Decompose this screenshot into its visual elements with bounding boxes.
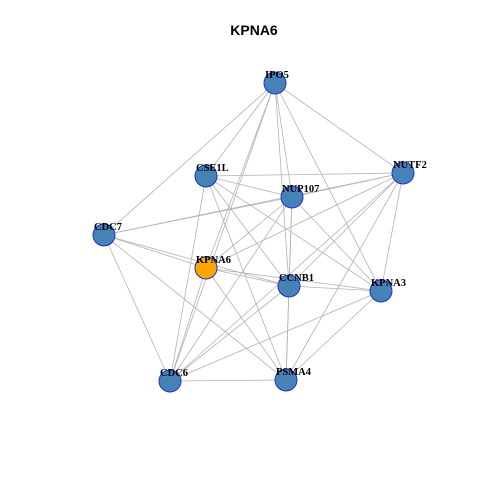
edge-ipo5-nup107 [274, 82, 293, 198]
edge-nutf2-psma4 [285, 172, 404, 381]
node-label-cdc7: CDC7 [94, 222, 122, 233]
node-label-ccnb1: CCNB1 [279, 273, 314, 284]
edge-cdc7-psma4 [103, 234, 287, 381]
edge-cse1l-ccnb1 [205, 175, 290, 287]
node-label-psma4: PSMA4 [276, 367, 312, 378]
edge-nutf2-cse1l [205, 172, 404, 177]
edge-nup107-kpna3 [291, 196, 382, 292]
edge-cse1l-psma4 [205, 175, 287, 381]
node-label-kpna6: KPNA6 [196, 255, 231, 266]
edge-ipo5-cdc7 [103, 82, 276, 236]
edge-cdc7-kpna6 [103, 234, 207, 269]
edge-nup107-kpna6 [205, 196, 293, 269]
edge-cdc6-psma4 [169, 379, 287, 382]
edge-cdc7-ccnb1 [103, 234, 290, 287]
edge-ccnb1-cdc6 [169, 285, 290, 382]
edge-kpna6-ccnb1 [205, 267, 290, 287]
node-label-nup107: NUP107 [282, 184, 319, 195]
node-nutf2 [391, 161, 415, 185]
edge-ipo5-cdc6 [169, 82, 276, 382]
node-cdc6 [158, 369, 182, 393]
node-nup107 [280, 185, 304, 209]
edge-ipo5-cse1l [205, 82, 276, 177]
edges-layer [103, 82, 404, 382]
edge-nutf2-ccnb1 [288, 172, 404, 287]
edge-kpna6-cdc6 [169, 267, 207, 382]
node-label-ipo5: IPO5 [265, 70, 289, 81]
node-kpna6 [194, 256, 218, 280]
edge-ipo5-kpna3 [274, 82, 382, 292]
edge-cse1l-nup107 [205, 175, 293, 198]
edge-ccnb1-psma4 [285, 285, 290, 381]
node-label-cdc6: CDC6 [160, 368, 188, 379]
node-cdc7 [92, 223, 116, 247]
node-ipo5 [263, 71, 287, 95]
node-cse1l [194, 164, 218, 188]
edge-nup107-cdc6 [169, 196, 293, 382]
edge-nutf2-kpna3 [380, 172, 404, 292]
edge-cse1l-cdc6 [169, 175, 207, 382]
edge-kpna3-cdc6 [169, 290, 382, 382]
node-label-kpna3: KPNA3 [371, 278, 406, 289]
edge-cdc7-cdc6 [103, 234, 171, 382]
edge-ipo5-nutf2 [274, 82, 404, 174]
node-ccnb1 [277, 274, 301, 298]
node-label-nutf2: NUTF2 [393, 160, 427, 171]
edge-ipo5-ccnb1 [274, 82, 290, 287]
edge-kpna3-psma4 [285, 290, 382, 381]
node-psma4 [274, 368, 298, 392]
graph-title: KPNA6 [230, 22, 278, 38]
edge-cse1l-kpna3 [205, 175, 382, 292]
edge-nutf2-kpna6 [205, 172, 404, 269]
node-label-cse1l: CSE1L [196, 163, 229, 174]
edge-kpna6-psma4 [205, 267, 287, 381]
nodes-layer [92, 71, 415, 393]
node-kpna3 [369, 279, 393, 303]
edge-ccnb1-kpna3 [288, 285, 382, 292]
edge-nup107-cdc7 [103, 196, 293, 236]
